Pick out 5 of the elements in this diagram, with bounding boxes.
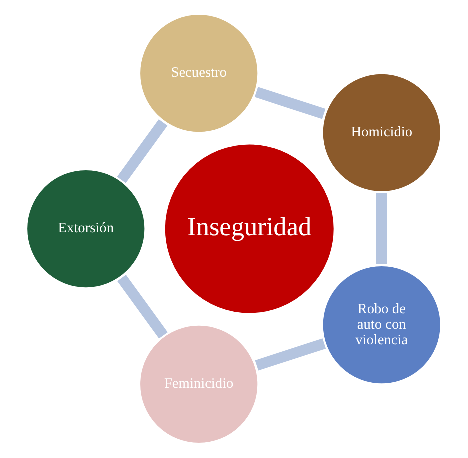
connector: [118, 275, 168, 339]
connector: [117, 120, 168, 184]
connector: [255, 338, 326, 371]
connector: [254, 87, 326, 120]
connector: [376, 193, 388, 264]
